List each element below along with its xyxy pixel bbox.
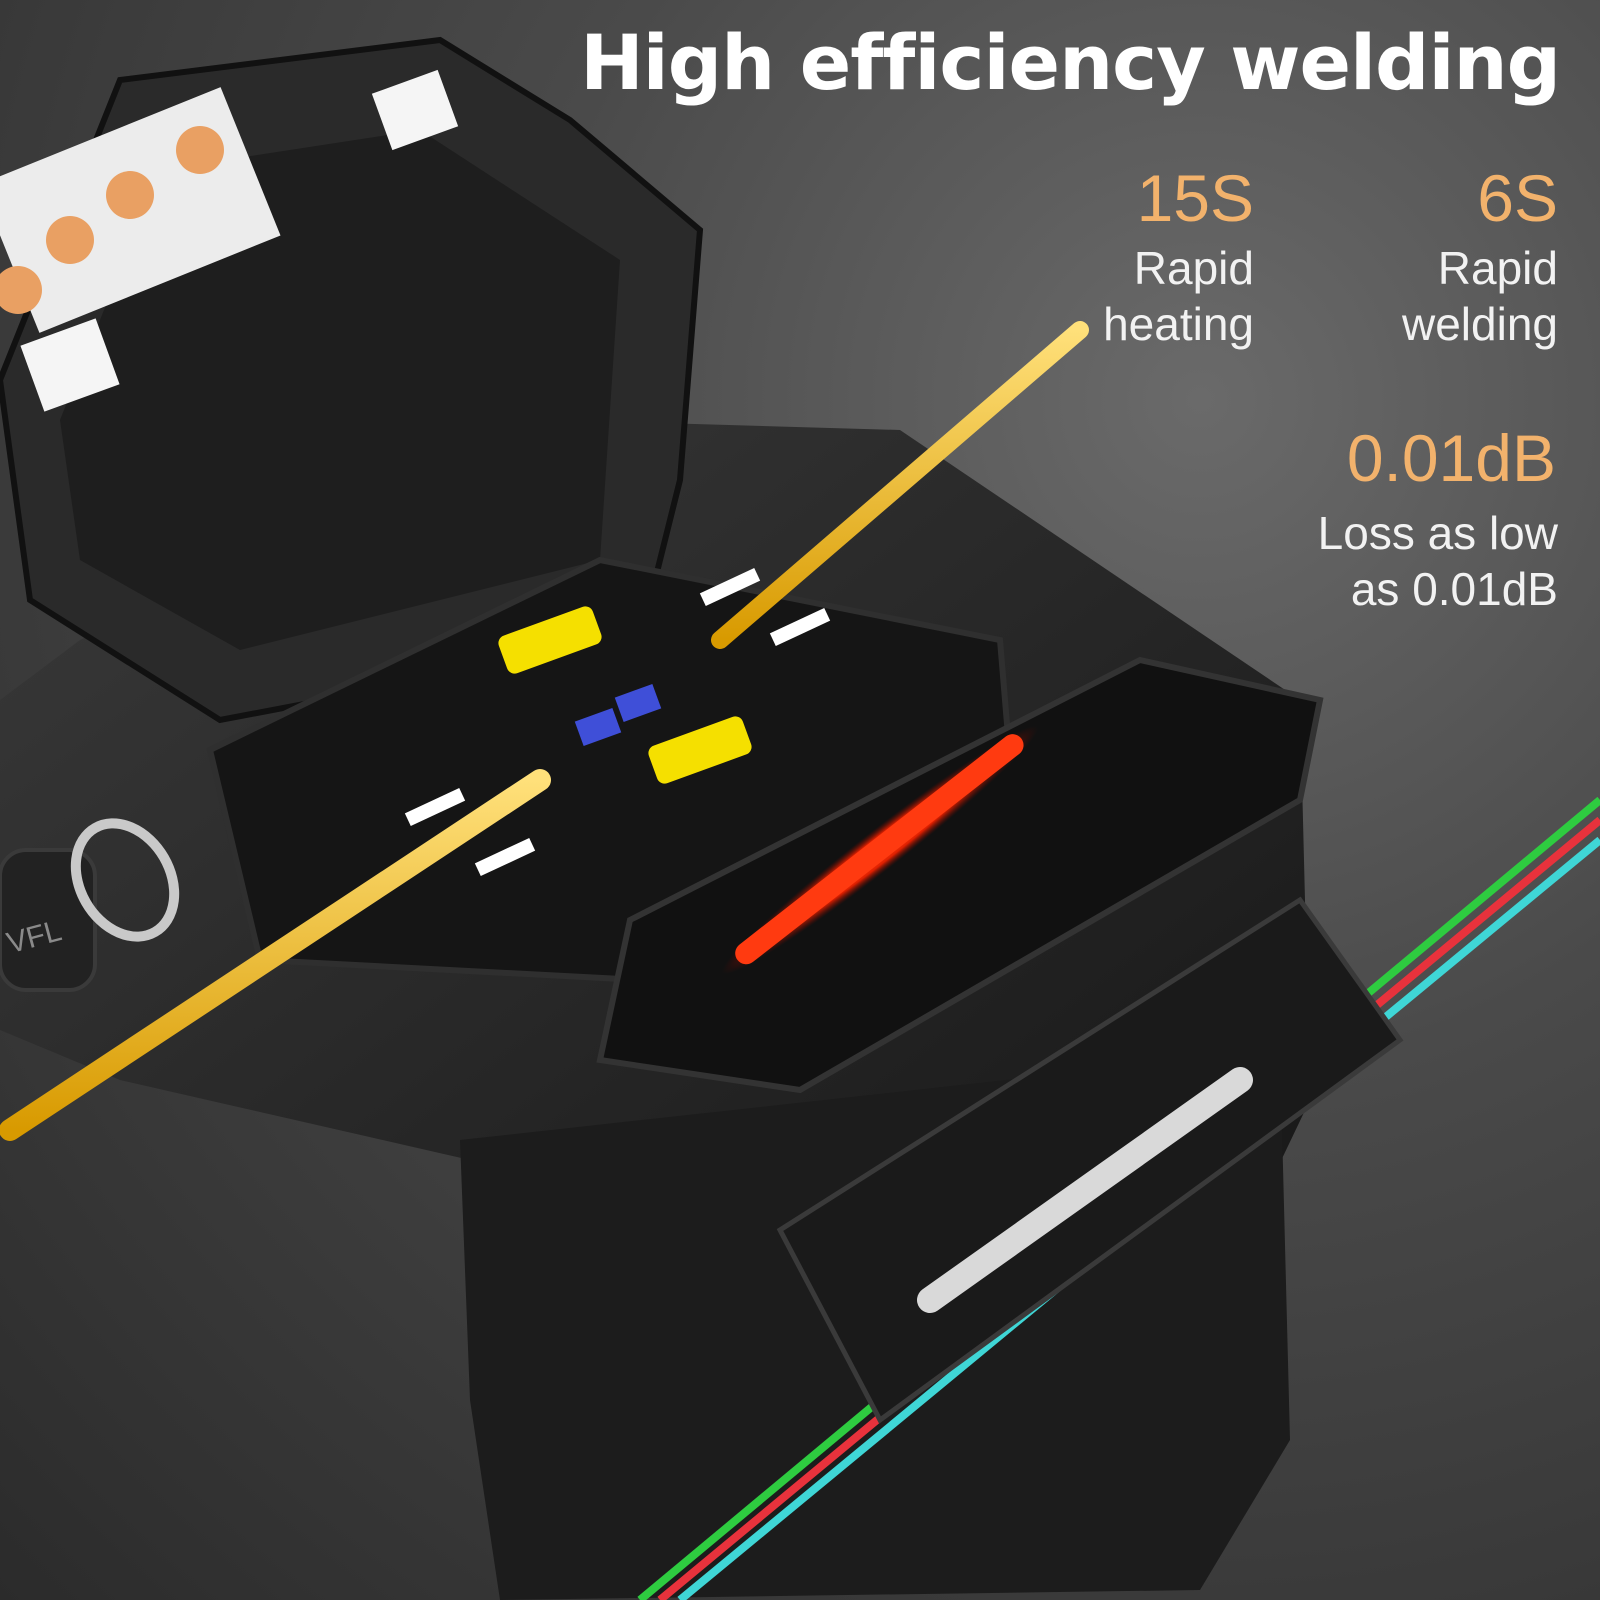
fiber-rod-left [0, 769, 551, 1141]
heating-time-label: Rapid heating [1103, 242, 1254, 350]
protection-sleeve [917, 1067, 1253, 1313]
welding-time-value: 6S [1477, 161, 1558, 235]
clamp-pad [699, 567, 761, 607]
keypad-button-icon [46, 216, 94, 264]
keypad-button-icon [176, 126, 224, 174]
v-groove-clamp [574, 707, 622, 747]
welding-time-label: Rapid welding [1402, 242, 1558, 350]
splice-loss-value: 0.01dB [1346, 421, 1556, 495]
clamp-pad [769, 607, 831, 647]
clamp-pad [404, 787, 466, 827]
carry-ring [70, 818, 180, 942]
keypad-button-icon [106, 171, 154, 219]
fiber-rod-right [711, 321, 1089, 649]
keypad-button-icon [0, 266, 42, 314]
lid-label [371, 69, 459, 151]
electrode-warning-label [648, 716, 752, 784]
splice-loss-label: Loss as low as 0.01dB [1317, 507, 1558, 615]
heating-element-core [735, 734, 1024, 965]
clamp-pad [474, 837, 536, 877]
v-groove-clamp [614, 683, 662, 723]
heating-time-value: 15S [1136, 161, 1254, 235]
headline: High efficiency welding [580, 18, 1561, 107]
heater-oven [596, 656, 1324, 1094]
lid-label [20, 318, 120, 412]
electrode-warning-label [498, 606, 602, 674]
